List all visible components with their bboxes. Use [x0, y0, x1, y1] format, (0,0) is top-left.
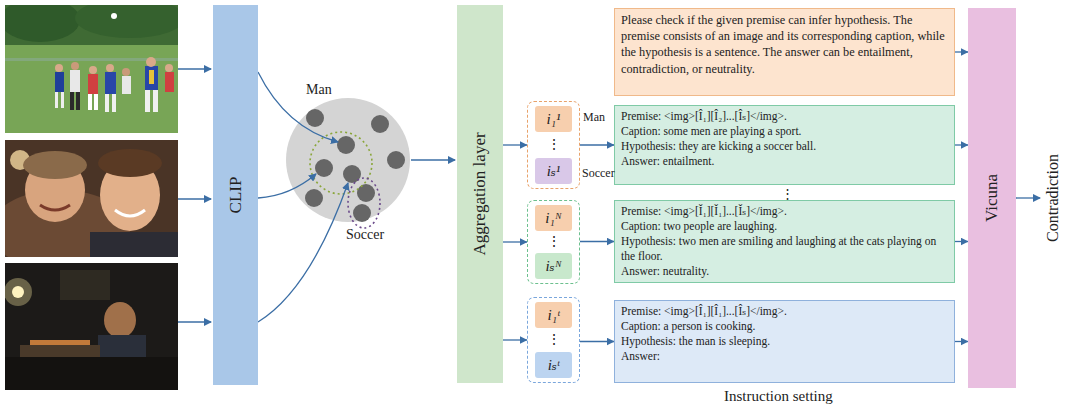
- node-text: Aggregation layer: [470, 132, 490, 255]
- node-text: Premise: <img>[Î₁][Î₂]...[Îₛ]</img>.: [621, 109, 948, 124]
- node-text: Vicuna: [982, 174, 1002, 222]
- laughing-photo: [5, 140, 178, 257]
- connector-arrow: [955, 51, 968, 52]
- token-box: iₛ¹: [535, 158, 572, 184]
- node-text: Caption: some men are playing a sport.: [621, 124, 948, 139]
- node-text: Caption: two people are laughing.: [621, 219, 948, 234]
- connector-arrow: [580, 144, 614, 145]
- node-text: i₁ᵗ: [548, 307, 560, 324]
- group-label: Soccer: [346, 228, 384, 242]
- token-box: i₁¹: [535, 106, 572, 132]
- group-label: Soccer: [582, 167, 615, 179]
- connector-arrow: [955, 341, 968, 342]
- connector-arrow: [503, 339, 527, 340]
- node-text: Hypothesis: the man is sleeping.: [621, 334, 948, 349]
- node-text: iₛᴺ: [545, 257, 561, 275]
- node-text: Answer: neutrality.: [621, 264, 948, 279]
- token-box: i₁ᵗ: [535, 302, 572, 328]
- node-text: CLIP: [226, 177, 246, 214]
- node-text: i₁¹: [547, 111, 561, 128]
- token-group: ⋮ i₁ᴺ iₛᴺ: [527, 200, 580, 284]
- node-text: Answer:: [621, 349, 948, 364]
- node-text: Hypothesis: they are kicking a soccer ba…: [621, 139, 948, 154]
- node-text: ⋮: [528, 333, 579, 347]
- node-text: Hypothesis: two men are smiling and laug…: [621, 234, 948, 264]
- embedding-space: [286, 98, 410, 222]
- llm-bar: Vicuna: [968, 8, 1016, 388]
- token-box: iₛᴺ: [535, 253, 572, 279]
- token-box: i₁ᴺ: [535, 205, 572, 231]
- group-label: Man: [306, 83, 332, 97]
- node-text: Premise: <img>[Ǐ₁][Ǐ₁]...[Ǐₛ]</img>.: [621, 204, 948, 219]
- query-box: Premise: <img>[Î₁][Î₁]...[Îₛ]</img>.Capt…: [614, 300, 955, 383]
- aggregation-bar: Aggregation layer: [457, 5, 503, 383]
- node-text: ⋮: [528, 138, 579, 152]
- connector-arrow: [580, 241, 614, 242]
- node-text: Please check if the given premise can in…: [621, 12, 948, 77]
- group-label: Man: [583, 111, 605, 123]
- node-text: ⋮: [528, 235, 579, 249]
- token-group: ⋮ i₁ᵗ iₛᵗ: [527, 297, 580, 383]
- node-text: Premise: <img>[Î₁][Î₁]...[Îₛ]</img>.: [621, 304, 948, 319]
- section-label: Instruction setting: [724, 389, 833, 404]
- connector-arrow: [955, 144, 968, 145]
- output-label: Contradiction: [1045, 154, 1061, 242]
- ellipsis: ⋮: [781, 187, 794, 200]
- node-text: Caption: a person is cooking.: [621, 319, 948, 334]
- encoder-bar: CLIP: [213, 5, 258, 385]
- token-box: iₛᵗ: [535, 352, 572, 378]
- cooking-photo: [5, 263, 178, 390]
- node-text: Answer: entailment.: [621, 154, 948, 169]
- soccer-photo: [5, 5, 178, 133]
- connector-arrow: [580, 341, 614, 342]
- connector-arrow: [503, 144, 527, 145]
- node-text: i₁ᴺ: [545, 210, 561, 227]
- node-text: iₛ¹: [547, 162, 561, 180]
- connector-arrow: [955, 241, 968, 242]
- connector-arrow: [503, 241, 527, 242]
- instruction-box: Please check if the given premise can in…: [614, 8, 955, 96]
- node-text: iₛᵗ: [548, 356, 560, 374]
- token-group: ⋮ i₁¹ iₛ¹: [527, 101, 580, 189]
- example-box: Premise: <img>[Ǐ₁][Ǐ₁]...[Ǐₛ]</img>.Capt…: [614, 200, 955, 283]
- example-box: Premise: <img>[Î₁][Î₂]...[Îₛ]</img>.Capt…: [614, 105, 955, 185]
